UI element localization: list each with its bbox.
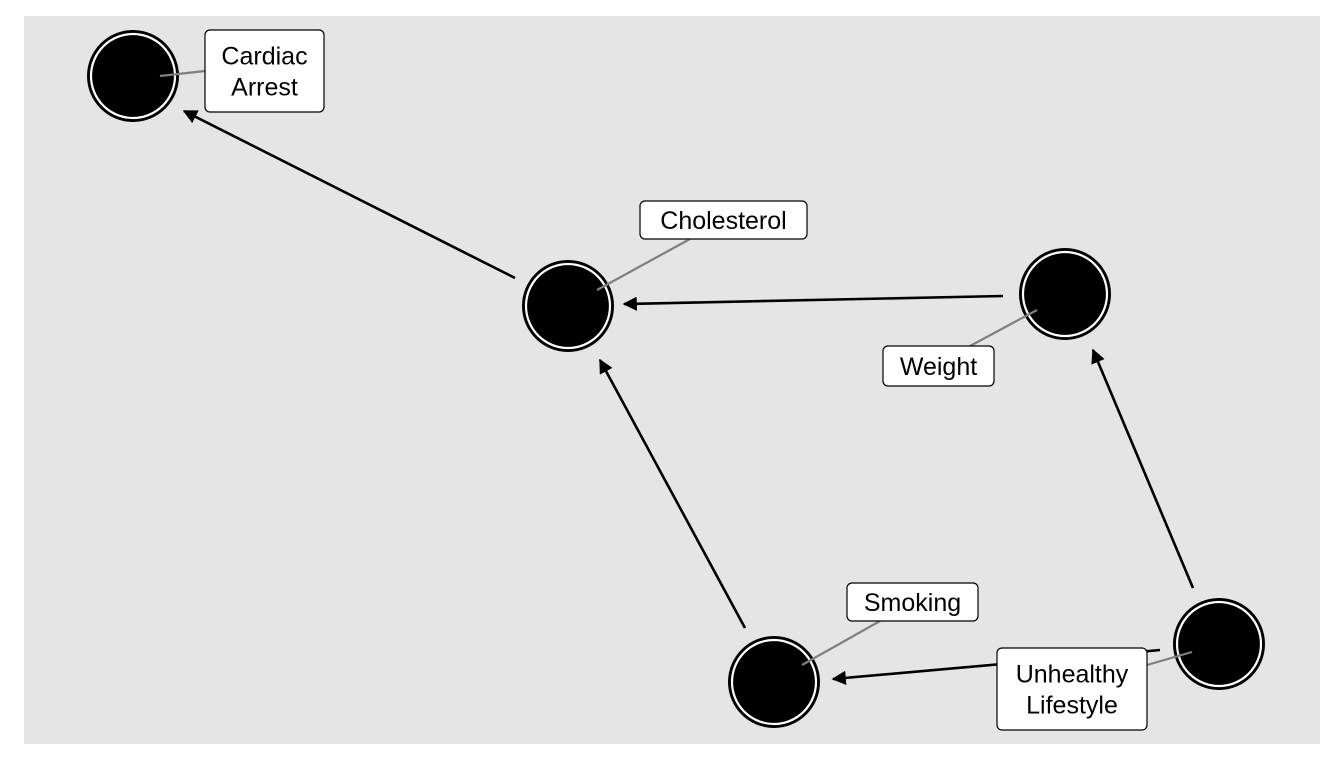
- label-text-line: Lifestyle: [1026, 692, 1118, 720]
- node-cardiac-arrest[interactable]: [87, 30, 179, 122]
- label-leader-line: [596, 238, 691, 291]
- label-box: [639, 200, 808, 240]
- node-label-smoking: Smoking: [846, 582, 979, 622]
- node-smoking[interactable]: [728, 636, 820, 728]
- node-cholesterol[interactable]: [522, 260, 614, 352]
- node-ring: [1175, 600, 1263, 688]
- label-box: [846, 582, 979, 622]
- label-text-line: Unhealthy: [1016, 661, 1129, 689]
- node-circle: [1173, 598, 1265, 690]
- node-circle: [728, 636, 820, 728]
- edge-arrow-weight-to-cholesterol: [622, 294, 1004, 311]
- node-label-weight: Weight: [882, 345, 995, 387]
- node-label-cholesterol: Cholesterol: [639, 200, 808, 240]
- node-circle: [522, 260, 614, 352]
- label-leader-line: [159, 69, 206, 78]
- node-ring: [89, 32, 177, 120]
- label-box: [204, 29, 325, 113]
- label-leader-line: [801, 620, 881, 666]
- label-leader-line: [969, 309, 1038, 347]
- label-text-line: Smoking: [864, 589, 961, 617]
- node-unhealthy-lifestyle[interactable]: [1173, 598, 1265, 690]
- label-text-line: Cholesterol: [660, 207, 786, 235]
- label-text-line: Arrest: [231, 74, 298, 102]
- label-box: [882, 345, 995, 387]
- node-circle: [87, 30, 179, 122]
- node-ring: [524, 262, 612, 350]
- edge-arrow-smoking-to-cholesterol: [598, 358, 747, 629]
- labels-layer: CardiacArrestCholesterolWeightSmokingUnh…: [159, 29, 1193, 731]
- node-circle: [1019, 248, 1111, 340]
- label-box: [996, 647, 1148, 731]
- node-ring: [730, 638, 818, 726]
- edge-arrow-unhealthy-lifestyle-to-weight: [1091, 348, 1195, 589]
- plot-panel: [24, 16, 1320, 744]
- label-text-line: Cardiac: [221, 43, 307, 71]
- nodes-layer: [87, 30, 1265, 728]
- label-text-line: Weight: [900, 353, 977, 381]
- node-ring: [1021, 250, 1109, 338]
- label-leader-line: [1146, 650, 1193, 667]
- node-weight[interactable]: [1019, 248, 1111, 340]
- edge-arrow-cholesterol-to-cardiac-arrest: [182, 109, 516, 280]
